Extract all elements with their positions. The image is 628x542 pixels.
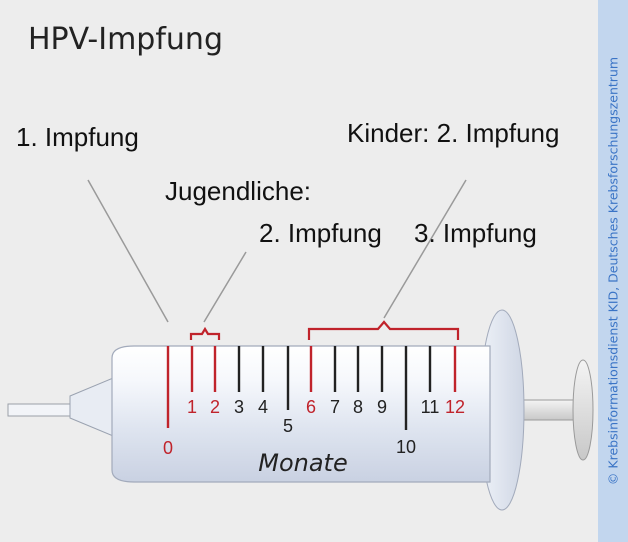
month-label-7: 7 [330, 397, 340, 417]
bracket-children-third [307, 320, 460, 340]
month-label-4: 4 [258, 397, 268, 417]
month-label-3: 3 [234, 397, 244, 417]
page-title: HPV-Impfung [28, 22, 223, 57]
month-label-11: 11 [421, 397, 440, 417]
month-label-8: 8 [353, 397, 363, 417]
plunger-thumb-rest [572, 359, 594, 461]
graduation-ticks [166, 346, 457, 430]
month-label-0: 0 [163, 438, 173, 458]
syringe-barrel [111, 345, 491, 483]
bracket-teens [189, 326, 221, 340]
syringe-nozzle [69, 375, 119, 439]
callout-line-third [383, 179, 467, 319]
copyright-text: © Krebsinformationsdienst KID, Deutsches… [605, 56, 621, 486]
month-label-12: 12 [445, 397, 465, 417]
label-teens-line2: 2. Impfung [259, 218, 382, 248]
month-numbers: 0 1 2 3 4 5 6 7 8 9 10 11 12 [163, 397, 465, 458]
label-teens-line1: Jugendliche: [165, 176, 311, 206]
syringe-needle [7, 403, 79, 417]
brackets [189, 320, 460, 340]
label-children-second: Kinder: 2. Impfung [347, 118, 559, 148]
callout-line-teens [203, 251, 247, 323]
month-label-2: 2 [210, 397, 220, 417]
month-label-10: 10 [396, 437, 416, 457]
syringe-diagram: 0 1 2 3 4 5 6 7 8 9 10 11 12 Monate 1. I… [7, 118, 594, 511]
month-label-5: 5 [283, 416, 293, 436]
callout-line-first [87, 179, 169, 323]
month-label-1: 1 [187, 397, 197, 417]
dose-labels: 1. Impfung Kinder: 2. Impfung Jugendlich… [16, 118, 559, 248]
callout-lines [87, 179, 467, 323]
label-third-dose: 3. Impfung [414, 218, 537, 248]
label-first-dose: 1. Impfung [16, 122, 139, 152]
unit-label: Monate [258, 449, 347, 477]
copyright-stripe [598, 0, 628, 542]
month-label-9: 9 [377, 397, 387, 417]
plunger-rod [519, 399, 581, 421]
month-label-6: 6 [306, 397, 316, 417]
